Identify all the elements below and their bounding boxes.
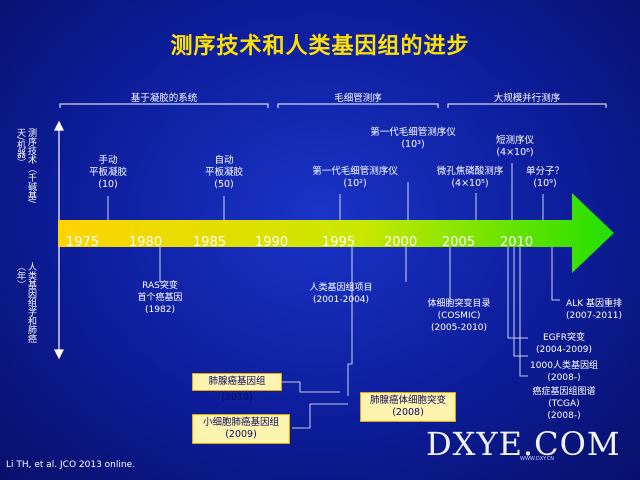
year-1995: 1995 <box>322 235 356 250</box>
era-bracket-gel <box>59 103 269 108</box>
left-axis-up-arrowhead <box>54 120 64 131</box>
bottom-axis-label: 人类基因组学和肺癌（年） <box>15 262 36 343</box>
year-1990: 1990 <box>255 235 289 250</box>
event-pyrosequencing: 微孔焦磷酸测序(4×10⁵) <box>436 166 504 189</box>
era-label-gel: 基于凝胶的系统 <box>130 93 198 104</box>
year-1985: 1985 <box>193 235 227 250</box>
event-egfr-mutation: EGFR突变(2004-2009) <box>535 333 593 355</box>
era-label-massive: 大规模并行测序 <box>493 93 561 104</box>
event-tcga: 癌症基因组图谱(TCGA)(2008-) <box>532 387 596 421</box>
year-1975: 1975 <box>66 235 100 250</box>
era-brackets <box>59 103 607 108</box>
event-capillary-sequencer-2: 第一代毛细管测序仪(10³) <box>370 127 456 150</box>
year-2005: 2005 <box>442 235 476 250</box>
year-2010: 2010 <box>500 235 534 250</box>
event-manual-slab-gel: 手动平板凝胶(10) <box>88 155 127 190</box>
era-bracket-capillary <box>277 103 439 108</box>
event-ras-mutation: RAS突变首个癌基因(1982) <box>137 281 183 315</box>
top-connectors <box>107 163 544 220</box>
watermark-sub: WWW.DXY.CN <box>520 456 554 462</box>
event-alk-rearrangement: ALK 基因重排(2007-2011) <box>565 299 623 321</box>
event-short-read-sequencer: 短测序仪(4×10⁶) <box>495 135 534 158</box>
event-single-molecule: 单分子？(10⁹) <box>525 166 564 189</box>
event-cosmic: 体细胞突变目录(COSMIC)(2005-2010) <box>427 299 491 333</box>
box-lung-adeno-genome: 肺腺癌基因组 (2010) <box>192 373 282 403</box>
page-title: 测序技术和人类基因组的进步 <box>170 34 470 59</box>
year-2000: 2000 <box>384 235 418 250</box>
event-capillary-sequencer-1: 第一代毛细管测序仪(10²) <box>312 166 398 189</box>
box-sclc-genome: 小细胞肺癌基因组(2009) <box>192 414 290 444</box>
top-axis-label: 测序技术（千碱基/天/机器） <box>15 128 36 204</box>
timeline-arrow <box>58 193 614 273</box>
event-1000-genomes: 1000人类基因组(2008-) <box>530 361 598 383</box>
box-lung-adeno-somatic: 肺腺癌体细胞突变(2008) <box>360 392 456 422</box>
era-label-capillary: 毛细管测序 <box>334 93 382 104</box>
watermark: DXYE.COM <box>426 425 621 463</box>
event-human-genome-project: 人类基因组项目(2001-2004) <box>309 283 373 305</box>
bottom-connectors <box>159 247 560 429</box>
era-bracket-massive <box>447 103 607 108</box>
citation: Li TH, et al. JCO 2013 online. <box>6 460 135 470</box>
year-1980: 1980 <box>129 235 163 250</box>
left-axis-down-arrowhead <box>54 349 64 360</box>
event-automated-slab-gel: 自动平板凝胶(50) <box>204 155 243 190</box>
